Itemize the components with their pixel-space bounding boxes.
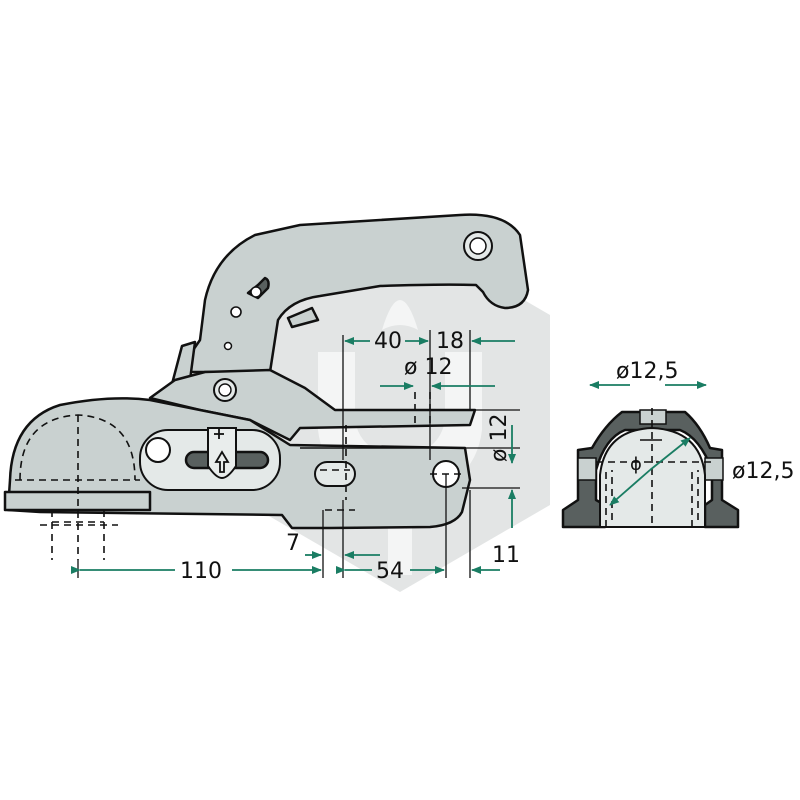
dim-label-dia12-vertical: ø 12	[487, 414, 512, 462]
dim-label-54: 54	[376, 559, 404, 584]
dim-label-dia12-5-side: ø12,5	[732, 459, 794, 484]
coupling-side-view	[3, 213, 530, 560]
cross-section-view: ϕ ø12,5 ø12,5	[561, 359, 794, 529]
coupling-handle	[176, 213, 530, 374]
dim-label-dia12-horizontal: ø 12	[404, 355, 452, 380]
dim-label-110: 110	[180, 559, 222, 584]
housing-bolt-hole	[145, 437, 171, 463]
dim-dia12-5-diagonal-upper	[649, 437, 691, 471]
section-insert-left	[577, 457, 597, 481]
dim-label-40: 40	[374, 329, 402, 354]
dim-label-11: 11	[492, 543, 520, 568]
dim-dia12-5-diagonal-lower	[609, 469, 651, 506]
handle-latch	[286, 306, 320, 329]
dim-label-18: 18	[436, 329, 464, 354]
section-phi-symbol: ϕ	[630, 454, 642, 475]
dim-label-7: 7	[286, 531, 300, 556]
section-ball	[599, 426, 706, 528]
lock-indicator-icon	[207, 427, 237, 480]
dim-label-dia12-5-top: ø12,5	[616, 359, 678, 384]
extension-lines	[77, 330, 520, 578]
slotted-mount-hole	[314, 461, 356, 487]
dimension-labels: 110 54 7 11 40 18 ø 12 ø 12	[180, 329, 520, 584]
section-insert-top	[639, 409, 667, 425]
dimension-lines	[71, 337, 516, 574]
